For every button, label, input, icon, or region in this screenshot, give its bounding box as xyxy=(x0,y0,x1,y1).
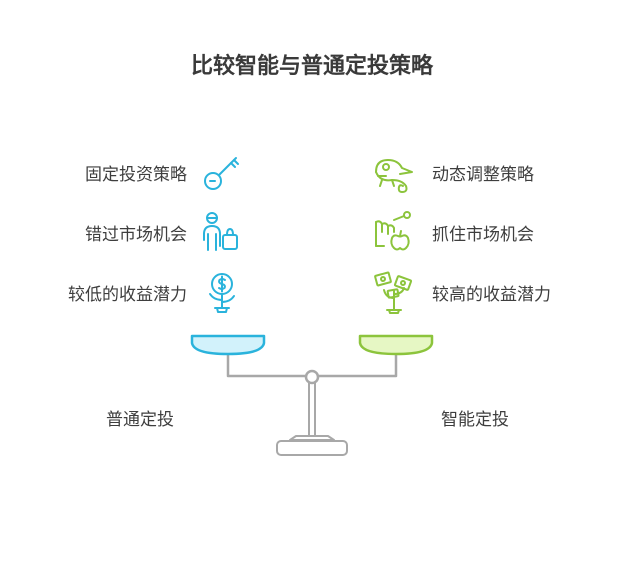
money-growth-icon xyxy=(374,271,413,314)
scale-base-top xyxy=(289,435,335,441)
right-pan xyxy=(358,334,434,356)
right-base-label: 智能定投 xyxy=(441,410,509,430)
key-icon xyxy=(204,157,239,190)
left-item-2: 错过市场机会 xyxy=(85,225,187,245)
apple-hand-icon xyxy=(375,211,411,251)
page-title: 比较智能与普通定投策略 xyxy=(190,54,433,79)
right-item-2: 抓住市场机会 xyxy=(432,225,534,245)
shopper-icon xyxy=(203,212,238,251)
left-base-label: 普通定投 xyxy=(106,410,174,430)
scale-pivot xyxy=(304,369,320,385)
left-item-3: 较低的收益潜力 xyxy=(68,285,187,305)
right-item-1: 动态调整策略 xyxy=(432,165,534,185)
scale-base xyxy=(276,440,348,456)
chameleon-icon xyxy=(375,159,413,193)
right-item-3: 较高的收益潜力 xyxy=(432,285,551,305)
left-pan xyxy=(190,334,266,356)
scale-post xyxy=(308,379,316,439)
left-item-1: 固定投资策略 xyxy=(85,165,187,185)
money-plant-icon xyxy=(209,273,235,313)
